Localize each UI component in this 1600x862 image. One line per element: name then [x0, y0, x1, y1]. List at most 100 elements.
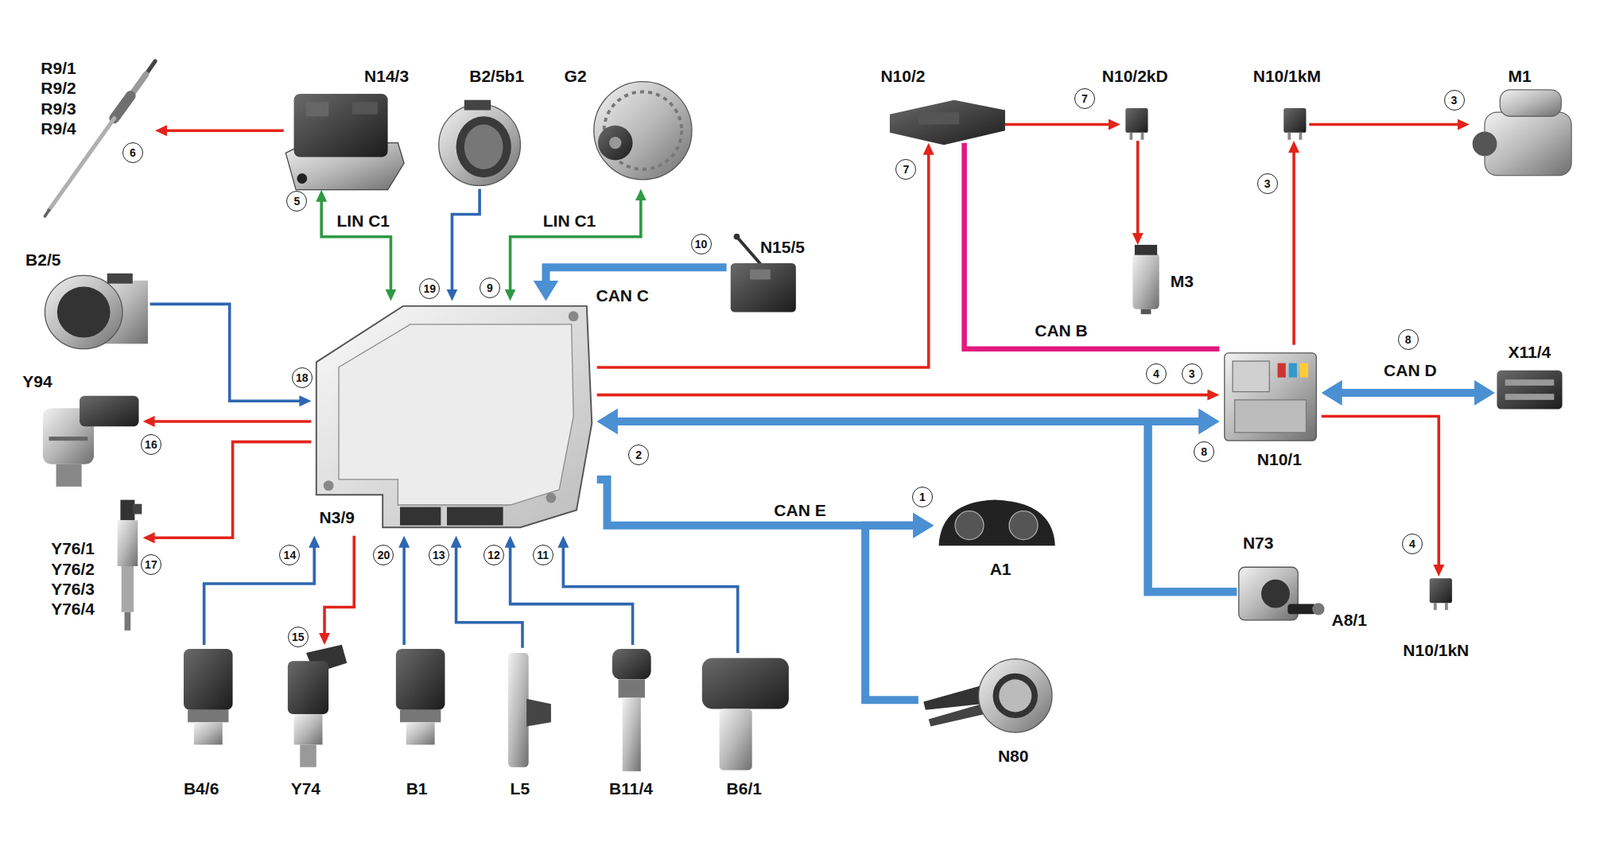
callout-number: 13	[428, 544, 450, 566]
part-label: A1	[990, 559, 1012, 579]
air-mass-sensor-icon	[438, 104, 521, 187]
label-line: Y76/4	[50, 598, 95, 619]
instrument-cluster-icon	[955, 511, 984, 540]
callout-number: 5	[286, 190, 307, 212]
part-label: A8/1	[1332, 609, 1367, 630]
signal-line	[162, 128, 284, 133]
crankshaft-sensor: L5	[504, 648, 555, 771]
quantity-control-valve-icon	[79, 396, 139, 427]
sam-module-icon	[1234, 400, 1307, 433]
fuel-pump-icon	[1134, 244, 1158, 256]
alternator: G2	[591, 76, 694, 189]
glow-plug-icon	[114, 96, 132, 119]
part-label: N73	[1242, 532, 1274, 553]
quantity-control-valve-icon	[42, 396, 140, 487]
part-label: B2/5	[25, 249, 61, 270]
relay: N10/1kN	[1426, 576, 1456, 613]
diagnostic-connector-icon	[1496, 370, 1562, 410]
steering-column-module-icon	[978, 659, 1053, 733]
relay-icon	[1125, 108, 1148, 140]
callout-number: 2	[628, 444, 649, 466]
part-label: N10/2kD	[1102, 66, 1169, 86]
diagnostic-connector-icon	[1505, 393, 1555, 400]
starter-motor: M1	[1469, 86, 1577, 184]
relay-icon	[1125, 108, 1148, 133]
sam-module-icon	[918, 112, 960, 125]
diagnostic-connector-icon	[1505, 379, 1555, 386]
pressure-valve-icon	[299, 744, 317, 767]
sam-module-icon	[889, 100, 1006, 145]
diagnostic-connector-icon	[1496, 370, 1562, 410]
pressure-sensor-icon	[183, 648, 234, 711]
starter-motor-icon	[1499, 89, 1562, 117]
callout-number: 3	[1444, 89, 1465, 111]
camshaft-sensor-icon	[702, 657, 789, 709]
signal-line	[150, 419, 312, 424]
signal-line	[456, 543, 523, 649]
air-mass-sensor-icon	[456, 116, 512, 178]
signal-line	[1308, 123, 1462, 127]
callout-number: 17	[140, 554, 162, 575]
relay-icon	[1283, 108, 1306, 140]
alternator-icon	[594, 81, 692, 180]
bus-label: LIN C1	[334, 211, 393, 231]
sam-module-icon	[1289, 363, 1298, 378]
instrument-cluster-icon	[1009, 511, 1038, 540]
temperature-sensor: B11/4	[606, 644, 657, 773]
air-mass-sensor-icon	[57, 286, 111, 338]
part-label: L5	[510, 778, 531, 799]
callout-number: 3	[1257, 173, 1278, 195]
part-label: B11/4	[609, 778, 653, 799]
part-label: G2	[564, 66, 587, 86]
callout-number: 8	[1398, 329, 1419, 350]
glow-output-stage-icon	[306, 101, 329, 117]
pressure-sensor-icon	[194, 722, 223, 745]
part-label: B2/5b1	[469, 66, 525, 86]
callout-number: 16	[140, 434, 162, 455]
alternator-icon	[598, 125, 634, 161]
bus-label: CAN E	[771, 500, 828, 521]
steering-column-module-icon	[928, 703, 986, 727]
signal-line	[150, 303, 305, 401]
pressure-sensor-icon	[406, 722, 435, 745]
relay: N10/1kM	[1278, 104, 1309, 141]
glow-plug: R9/1 R9/2 R9/3 R9/4	[40, 56, 156, 223]
signal-line	[545, 267, 727, 289]
camshaft-sensor-icon	[702, 657, 789, 770]
part-label: R9/1 R9/2 R9/3 R9/4	[40, 58, 76, 139]
sam-module-icon	[1232, 361, 1270, 392]
signal-line	[597, 150, 929, 368]
starter-motor-icon	[1484, 112, 1572, 176]
callout-number: 18	[291, 367, 313, 389]
part-label: B4/6	[183, 778, 219, 799]
label-line: Y76/3	[50, 578, 95, 599]
air-mass-sensor: B2/5	[42, 273, 151, 350]
temperature-sensor-icon	[612, 648, 652, 680]
part-label: N10/1	[1257, 449, 1302, 470]
ecu-housing	[316, 306, 592, 528]
air-mass-sensor-icon	[44, 273, 148, 350]
part-label: M1	[1508, 66, 1532, 86]
air-mass-sensor: B2/5b1	[438, 97, 521, 189]
callout-number: 11	[532, 544, 554, 566]
fuel-pump-icon	[1141, 309, 1152, 315]
crankshaft-sensor-icon	[526, 699, 552, 727]
camshaft-sensor: B6/1	[696, 652, 794, 773]
glow-output-stage-icon	[294, 93, 389, 158]
ecu-housing	[446, 507, 504, 526]
signal-line	[964, 143, 1220, 350]
quantity-control-valve-icon	[49, 436, 89, 441]
ignition-switch-icon	[1261, 579, 1290, 609]
injector-icon	[132, 504, 143, 515]
glow-plug-icon	[44, 209, 49, 217]
pressure-valve-icon	[287, 644, 347, 768]
steering-column-module: N80	[918, 658, 1062, 735]
part-label: X11/4	[1508, 341, 1552, 362]
starter-motor-icon	[1472, 131, 1498, 156]
sam-module-icon	[889, 100, 1006, 145]
part-label: N3/9	[319, 507, 355, 528]
air-mass-sensor-icon	[438, 100, 521, 187]
